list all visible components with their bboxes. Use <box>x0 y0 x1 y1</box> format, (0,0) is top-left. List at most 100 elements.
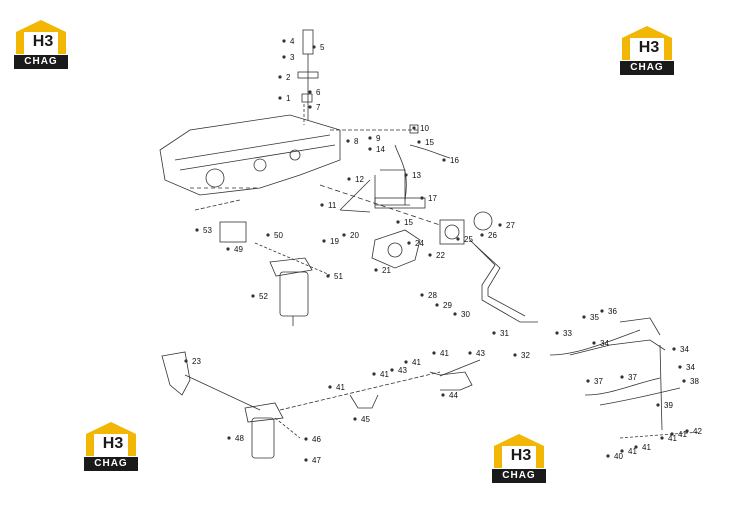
callout-leader-dot <box>368 136 372 140</box>
callout-leader-dot <box>420 293 424 297</box>
callout-17: 17 <box>428 194 437 203</box>
callout-leader-dot <box>322 239 326 243</box>
callout-leader-dot <box>396 220 400 224</box>
callout-leader-dot <box>372 372 376 376</box>
callout-leader-dot <box>442 158 446 162</box>
callout-leader-dot <box>498 223 502 227</box>
logo-brand: CHAG <box>492 469 546 483</box>
brand-logo-bottom-left: H3 CHAG <box>84 420 138 472</box>
callout-leader-dot <box>480 233 484 237</box>
callout-43: 43 <box>398 366 407 375</box>
callout-leader-dot <box>346 139 350 143</box>
callout-5: 5 <box>320 43 325 52</box>
brand-logo-bottom-center: H3 CHAG <box>492 432 546 484</box>
callout-15: 15 <box>425 138 434 147</box>
callout-leader-dot <box>278 96 282 100</box>
callout-35: 35 <box>590 313 599 322</box>
callout-41: 41 <box>336 383 345 392</box>
callout-1: 1 <box>286 94 291 103</box>
callout-leader-dot <box>670 432 674 436</box>
logo-mark: H3 <box>102 435 124 452</box>
fuel-pipes <box>330 124 451 213</box>
callout-36: 36 <box>608 307 617 316</box>
callout-leader-dot <box>368 147 372 151</box>
callout-51: 51 <box>334 272 343 281</box>
callout-leader-dot <box>278 75 282 79</box>
callout-leader-dot <box>353 417 357 421</box>
callout-leader-dot <box>407 241 411 245</box>
house-icon <box>622 26 672 60</box>
callout-44: 44 <box>449 391 458 400</box>
callout-3: 3 <box>290 53 295 62</box>
callout-20: 20 <box>350 231 359 240</box>
callout-19: 19 <box>330 237 339 246</box>
callout-46: 46 <box>312 435 321 444</box>
callout-49: 49 <box>234 245 243 254</box>
logo-mark: H3 <box>510 447 532 464</box>
callout-45: 45 <box>361 415 370 424</box>
callout-leader-dot <box>672 347 676 351</box>
callout-leader-dot <box>513 353 517 357</box>
callout-leader-dot <box>468 351 472 355</box>
callout-34: 34 <box>686 363 695 372</box>
callout-2: 2 <box>286 73 291 82</box>
logo-brand: CHAG <box>14 55 68 69</box>
callout-41: 41 <box>412 358 421 367</box>
callout-47: 47 <box>312 456 321 465</box>
callout-leader-dot <box>586 379 590 383</box>
logo-mark: H3 <box>638 39 660 56</box>
fuel-filter-primary <box>194 199 331 326</box>
brand-logo-top-left: H3 CHAG <box>14 18 68 70</box>
return-pipe-2 <box>474 244 526 317</box>
callout-leader-dot <box>678 365 682 369</box>
brand-logo-top-right: H3 CHAG <box>620 24 674 76</box>
logo-brand: CHAG <box>84 457 138 471</box>
callout-40: 40 <box>614 452 623 461</box>
callout-leader-dot <box>304 437 308 441</box>
callout-12: 12 <box>355 175 364 184</box>
callout-leader-dot <box>227 436 231 440</box>
callout-41: 41 <box>678 430 687 439</box>
wiring-harness <box>549 317 701 439</box>
callout-leader-dot <box>420 196 424 200</box>
callout-27: 27 <box>506 221 515 230</box>
logo-brand: CHAG <box>620 61 674 75</box>
callout-leader-dot <box>606 454 610 458</box>
callout-leader-dot <box>432 351 436 355</box>
callout-leader-dot <box>374 268 378 272</box>
callout-41: 41 <box>440 349 449 358</box>
callout-leader-dot <box>634 445 638 449</box>
callout-leader-dot <box>620 449 624 453</box>
callout-37: 37 <box>628 373 637 382</box>
callout-53: 53 <box>203 226 212 235</box>
callout-leader-dot <box>320 203 324 207</box>
callout-41: 41 <box>380 370 389 379</box>
callout-leader-dot <box>347 177 351 181</box>
callout-4: 4 <box>290 37 295 46</box>
callout-42: 42 <box>693 427 702 436</box>
high-pressure-pump <box>319 184 493 269</box>
callout-30: 30 <box>461 310 470 319</box>
callout-leader-dot <box>184 359 188 363</box>
callout-leader-dot <box>660 436 664 440</box>
callout-34: 34 <box>680 345 689 354</box>
callout-leader-dot <box>453 312 457 316</box>
callout-24: 24 <box>415 239 424 248</box>
callout-leader-dot <box>312 45 316 49</box>
callout-leader-dot <box>195 228 199 232</box>
callout-leader-dot <box>308 90 312 94</box>
callout-22: 22 <box>436 251 445 260</box>
low-pressure-pipes <box>279 359 481 411</box>
callout-9: 9 <box>376 134 381 143</box>
callout-leader-dot <box>404 360 408 364</box>
callout-23: 23 <box>192 357 201 366</box>
callout-leader-dot <box>412 126 416 130</box>
engine-cylinder-head <box>159 114 341 196</box>
callout-leader-dot <box>308 105 312 109</box>
callout-38: 38 <box>690 377 699 386</box>
house-icon <box>16 20 66 54</box>
callout-10: 10 <box>420 124 429 133</box>
callout-leader-dot <box>342 233 346 237</box>
